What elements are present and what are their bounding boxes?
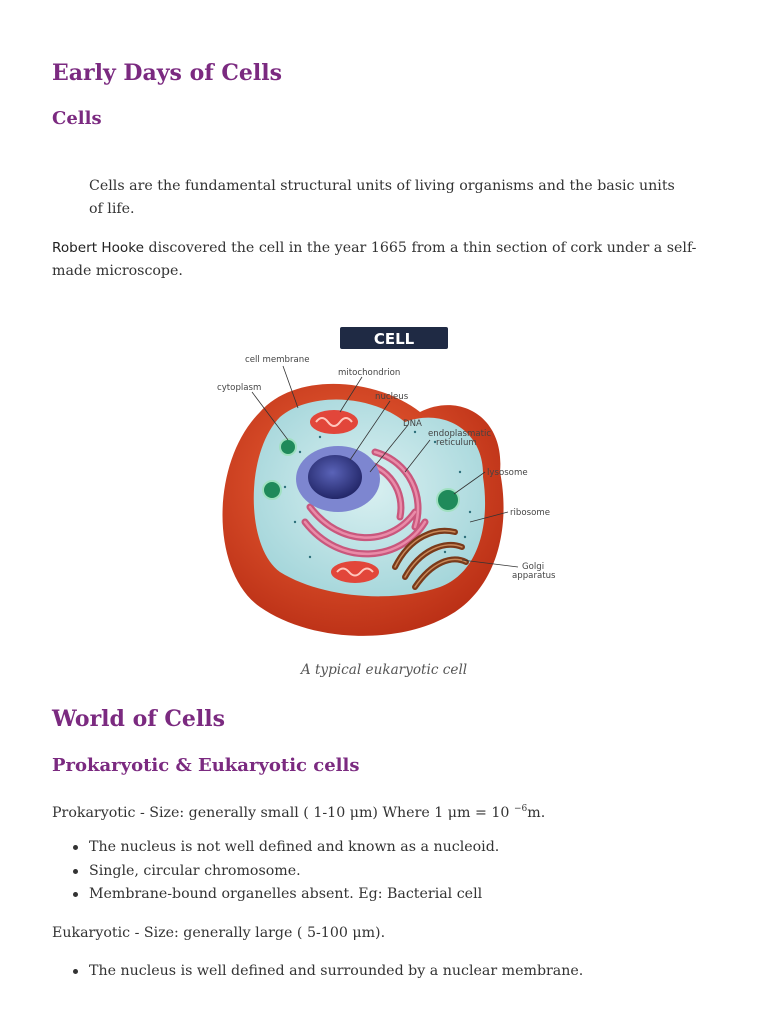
golgi-highlight (394, 530, 467, 588)
list-item: Single, circular chromosome. (72, 860, 499, 884)
label-er-line1: endoplasmatic (428, 429, 491, 439)
hooke-paragraph: Robert Hooke discovered the cell in the … (52, 237, 702, 283)
eukaryotic-size: Eukaryotic - Size: generally large ( 5-1… (52, 925, 386, 941)
nucleolus-shape (308, 455, 362, 499)
prokaryotic-points-list: The nucleus is not well defined and know… (72, 836, 499, 907)
list-item: The nucleus is not well defined and know… (72, 836, 499, 860)
hooke-text: discovered the cell in the year 1665 fro… (52, 240, 697, 279)
cell-definition: Cells are the fundamental structural uni… (89, 178, 675, 217)
mitochondrion-bottom (331, 561, 379, 583)
eukaryotic-points-list: The nucleus is well defined and surround… (72, 960, 583, 984)
prokaryotic-size: Prokaryotic - Size: generally small ( 1-… (52, 798, 732, 825)
label-nucleus: nucleus (375, 392, 409, 402)
hooke-name: Robert Hooke (52, 240, 144, 256)
label-golgi-line2: apparatus (512, 571, 556, 581)
heading-early-days: Early Days of Cells (52, 60, 282, 86)
cell-banner-text: CELL (374, 330, 415, 348)
label-lysosome: lysosome (487, 468, 528, 478)
figure-caption: A typical eukaryotic cell (300, 662, 468, 678)
label-dna: DNA (403, 419, 422, 429)
leader-lines (251, 365, 519, 568)
label-cell-membrane: cell membrane (245, 355, 310, 365)
lysosomes (262, 438, 460, 512)
label-golgi-line1: Golgi (522, 562, 544, 572)
label-ribosome: ribosome (510, 508, 550, 518)
mitochondrion-top (310, 410, 358, 434)
heading-world-of-cells: World of Cells (52, 706, 225, 732)
heading-cells: Cells (52, 108, 102, 129)
label-er-line2: reticulum (436, 438, 477, 448)
prokaryotic-size-text: Prokaryotic - Size: generally small ( 1-… (52, 805, 514, 821)
cell-diagram: CELL (217, 327, 556, 636)
label-cytoplasm: cytoplasm (217, 383, 261, 393)
heading-prokaryotic-eukaryotic: Prokaryotic & Eukaryotic cells (52, 755, 360, 776)
list-item: Membrane-bound organelles absent. Eg: Ba… (72, 883, 499, 907)
list-item: The nucleus is well defined and surround… (72, 960, 583, 984)
prokaryotic-unit: m. (527, 805, 546, 821)
label-mitochondrion: mitochondrion (338, 368, 400, 378)
prokaryotic-exponent: −6 (513, 804, 528, 814)
cell-banner (340, 327, 448, 349)
